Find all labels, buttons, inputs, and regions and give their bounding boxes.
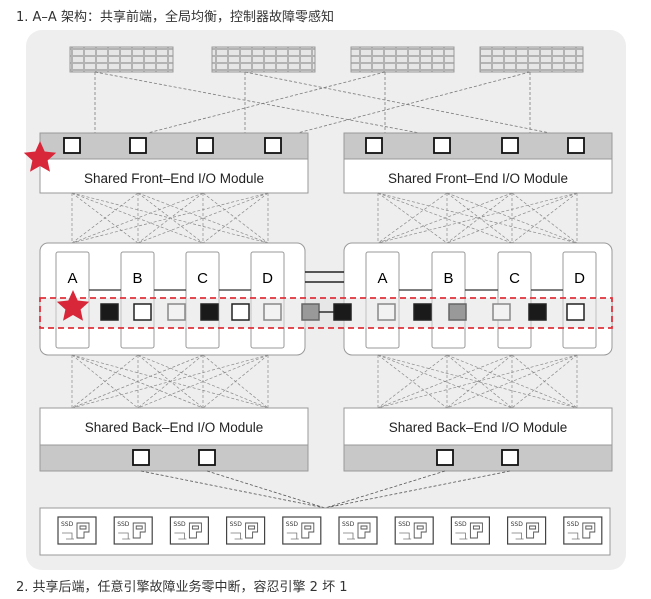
ssd-label: SSD xyxy=(286,521,299,528)
cache-block-white xyxy=(231,303,250,321)
ssd-label: SSD xyxy=(230,521,243,528)
front-end-module-1: Shared Front–End I/O Module xyxy=(39,132,309,194)
cache-block-light xyxy=(492,303,511,321)
port-icon xyxy=(365,137,383,154)
module-label: Shared Front–End I/O Module xyxy=(84,171,264,186)
svg-text:C: C xyxy=(197,270,208,287)
ssd-icon: SSD xyxy=(113,516,153,545)
ssd-label: SSD xyxy=(454,521,467,528)
switch-3 xyxy=(350,46,455,73)
port-icon xyxy=(132,449,150,466)
port-icon xyxy=(129,137,147,154)
cache-mirror-band xyxy=(39,297,613,329)
bottom-caption: 2. 共享后端，任意引擎故障业务零中断，容忍引擎 2 坏 1 xyxy=(16,580,348,595)
port-icon xyxy=(264,137,282,154)
ssd-icon: SSD xyxy=(226,516,266,545)
ssd-label: SSD xyxy=(342,521,355,528)
ssd-icon: SSD xyxy=(563,516,603,545)
ssd-icon: SSD xyxy=(507,516,547,545)
svg-text:B: B xyxy=(443,270,453,287)
ssd-label: SSD xyxy=(117,521,130,528)
cache-block-white xyxy=(133,303,152,321)
ssd-icon: SSD xyxy=(282,516,322,545)
ssd-label: SSD xyxy=(398,521,411,528)
ssd-label: SSD xyxy=(173,521,186,528)
ssd-icon: SSD xyxy=(169,516,209,545)
svg-text:C: C xyxy=(509,270,520,287)
front-mesh-2 xyxy=(377,192,578,244)
port-icon xyxy=(436,449,454,466)
cache-block-white xyxy=(566,303,585,321)
port-icon xyxy=(198,449,216,466)
svg-text:D: D xyxy=(262,270,273,287)
ssd-label: SSD xyxy=(61,521,74,528)
ssd-icon: SSD xyxy=(450,516,490,545)
svg-text:D: D xyxy=(574,270,585,287)
cache-block-black xyxy=(100,303,119,321)
inter-engine-links xyxy=(305,271,344,283)
port-icon xyxy=(501,449,519,466)
ssd-icon: SSD xyxy=(394,516,434,545)
star-icon xyxy=(56,290,90,321)
switch-row xyxy=(69,46,584,73)
cache-block-gray xyxy=(448,303,467,321)
module-label: Shared Front–End I/O Module xyxy=(388,171,568,186)
port-icon xyxy=(501,137,519,154)
cache-block-light xyxy=(167,303,186,321)
ssd-icon: SSD xyxy=(57,516,97,545)
port-icon xyxy=(567,137,585,154)
ssd-icon: SSD xyxy=(338,516,378,545)
port-icon xyxy=(63,137,81,154)
cache-block-black xyxy=(528,303,547,321)
svg-text:A: A xyxy=(377,270,387,287)
svg-text:A: A xyxy=(67,270,77,287)
back-end-module-2: Shared Back–End I/O Module xyxy=(343,407,613,472)
ssd-row: SSD SSD SSD SSD SSD SSD SSD SSD SSD SSD xyxy=(57,516,603,545)
cache-block-light xyxy=(377,303,396,321)
cache-block-black xyxy=(413,303,432,321)
back-end-module-1: Shared Back–End I/O Module xyxy=(39,407,309,472)
back-mesh-1 xyxy=(71,354,269,409)
port-icon xyxy=(196,137,214,154)
back-mesh-2 xyxy=(377,354,578,409)
cache-block-black xyxy=(200,303,219,321)
ssd-label: SSD xyxy=(567,521,580,528)
top-caption: 1. A–A 架构：共享前端，全局均衡，控制器故障零感知 xyxy=(16,10,334,25)
cache-block-gray xyxy=(301,303,320,321)
cache-blocks xyxy=(100,303,585,321)
front-end-module-2: Shared Front–End I/O Module xyxy=(343,132,613,194)
switch-2 xyxy=(211,46,316,73)
ssd-label: SSD xyxy=(511,521,524,528)
port-icon xyxy=(433,137,451,154)
cache-block-black xyxy=(333,303,352,321)
star-icon xyxy=(23,141,57,172)
module-label: Shared Back–End I/O Module xyxy=(85,420,264,435)
svg-text:B: B xyxy=(132,270,142,287)
switch-links xyxy=(94,71,561,136)
switch-1 xyxy=(69,46,174,73)
cache-block-light xyxy=(263,303,282,321)
front-mesh-1 xyxy=(71,192,269,244)
switch-4 xyxy=(479,46,584,73)
module-label: Shared Back–End I/O Module xyxy=(389,420,568,435)
